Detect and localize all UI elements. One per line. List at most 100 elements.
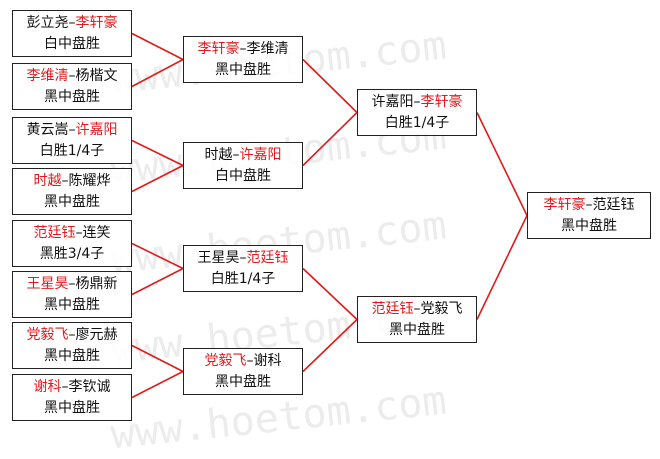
connector-line bbox=[476, 112, 528, 216]
match-box: 范廷钰–连笑黑胜3/4子 bbox=[12, 220, 132, 267]
connector-line bbox=[131, 370, 184, 399]
matchup: 范廷钰–连笑 bbox=[13, 223, 131, 244]
match-result: 黑中盘胜 bbox=[215, 61, 271, 78]
connector-line bbox=[131, 164, 184, 193]
connector-line bbox=[302, 58, 358, 114]
match-result: 黑中盘胜 bbox=[215, 373, 271, 390]
match-result: 白胜1/4子 bbox=[384, 114, 450, 131]
match-box: 彭立尧–李轩豪白中盘胜 bbox=[12, 10, 132, 57]
matchup: 王星昊–范廷钰 bbox=[184, 248, 302, 269]
matchup: 李轩豪–范廷钰 bbox=[528, 195, 650, 216]
separator: – bbox=[68, 67, 76, 84]
player-name: 谢科 bbox=[253, 352, 282, 369]
match-result: 黑中盘胜 bbox=[44, 347, 100, 364]
match-result: 白中盘胜 bbox=[215, 167, 271, 184]
player-name: 许嘉阳 bbox=[75, 121, 118, 138]
connector-line bbox=[131, 32, 184, 61]
connector-line bbox=[131, 139, 184, 167]
player-name: 党毅飞 bbox=[204, 352, 247, 369]
matchup: 王星昊–杨鼎新 bbox=[13, 274, 131, 295]
player-name: 许嘉阳 bbox=[239, 146, 282, 163]
connector-line bbox=[302, 318, 358, 373]
separator: – bbox=[585, 196, 593, 213]
player-name: 王星昊 bbox=[197, 249, 240, 266]
match-box: 王星昊–杨鼎新黑中盘胜 bbox=[12, 271, 132, 318]
matchup: 许嘉阳–李轩豪 bbox=[358, 92, 476, 113]
player-name: 范廷钰 bbox=[592, 196, 635, 213]
match-box: 范廷钰–党毅飞黑中盘胜 bbox=[357, 296, 477, 343]
matchup: 党毅飞–廖元赫 bbox=[13, 325, 131, 346]
player-name: 时越 bbox=[204, 146, 233, 163]
player-name: 许嘉阳 bbox=[371, 93, 414, 110]
match-result: 黑中盘胜 bbox=[44, 399, 100, 416]
player-name: 陈耀烨 bbox=[68, 172, 111, 189]
separator: – bbox=[68, 326, 76, 343]
match-result: 黑胜3/4子 bbox=[39, 245, 105, 262]
match-result: 黑中盘胜 bbox=[561, 217, 617, 234]
separator: – bbox=[413, 300, 421, 317]
separator: – bbox=[68, 121, 76, 138]
matchup: 李维清–杨楷文 bbox=[13, 66, 131, 87]
match-box: 时越–陈耀烨黑中盘胜 bbox=[12, 168, 132, 215]
player-name: 杨鼎新 bbox=[75, 275, 118, 292]
match-result: 黑中盘胜 bbox=[44, 88, 100, 105]
player-name: 李轩豪 bbox=[543, 196, 586, 213]
connector-line bbox=[131, 344, 184, 373]
player-name: 范廷钰 bbox=[371, 300, 414, 317]
connector-line bbox=[302, 111, 358, 167]
separator: – bbox=[239, 40, 247, 57]
player-name: 时越 bbox=[33, 172, 62, 189]
matchup: 党毅飞–谢科 bbox=[184, 351, 302, 372]
player-name: 党毅飞 bbox=[420, 300, 463, 317]
bracket-diagram: www.hoetom.com www.hoetom.com www.hoetom… bbox=[12, 10, 651, 458]
connector-line bbox=[302, 267, 358, 321]
match-box: 党毅飞–廖元赫黑中盘胜 bbox=[12, 322, 132, 369]
match-result: 白胜1/4子 bbox=[210, 270, 276, 287]
connector-line bbox=[131, 58, 184, 88]
separator: – bbox=[68, 275, 76, 292]
matchup: 彭立尧–李轩豪 bbox=[13, 13, 131, 34]
player-name: 廖元赫 bbox=[75, 326, 118, 343]
matchup: 谢科–李钦诚 bbox=[13, 377, 131, 398]
player-name: 李轩豪 bbox=[197, 40, 240, 57]
match-box: 李维清–杨楷文黑中盘胜 bbox=[12, 63, 132, 110]
player-name: 谢科 bbox=[33, 378, 62, 395]
player-name: 范廷钰 bbox=[33, 224, 76, 241]
connector-line bbox=[131, 242, 184, 270]
match-result: 黑中盘胜 bbox=[389, 321, 445, 338]
player-name: 李轩豪 bbox=[420, 93, 463, 110]
player-name: 李维清 bbox=[26, 67, 69, 84]
separator: – bbox=[246, 352, 254, 369]
match-box: 李轩豪–范廷钰黑中盘胜 bbox=[527, 192, 651, 239]
bracket-connectors bbox=[131, 32, 528, 399]
separator: – bbox=[68, 14, 76, 31]
separator: – bbox=[61, 172, 69, 189]
match-result: 白中盘胜 bbox=[44, 35, 100, 52]
separator: – bbox=[75, 224, 83, 241]
match-result: 白胜1/4子 bbox=[39, 142, 105, 159]
connector-line bbox=[476, 215, 528, 320]
player-name: 杨楷文 bbox=[75, 67, 118, 84]
match-box: 王星昊–范廷钰白胜1/4子 bbox=[183, 245, 303, 292]
match-box: 党毅飞–谢科黑中盘胜 bbox=[183, 348, 303, 395]
separator: – bbox=[239, 249, 247, 266]
matchup: 时越–许嘉阳 bbox=[184, 145, 302, 166]
player-name: 连笑 bbox=[82, 224, 111, 241]
separator: – bbox=[61, 378, 69, 395]
match-box: 李轩豪–李维清黑中盘胜 bbox=[183, 36, 303, 83]
matchup: 范廷钰–党毅飞 bbox=[358, 299, 476, 320]
matchup: 黄云嵩–许嘉阳 bbox=[13, 120, 131, 141]
match-box: 黄云嵩–许嘉阳白胜1/4子 bbox=[12, 117, 132, 164]
separator: – bbox=[413, 93, 421, 110]
matchup: 李轩豪–李维清 bbox=[184, 39, 302, 60]
match-box: 谢科–李钦诚黑中盘胜 bbox=[12, 374, 132, 421]
player-name: 李维清 bbox=[246, 40, 289, 57]
match-box: 许嘉阳–李轩豪白胜1/4子 bbox=[357, 89, 477, 136]
player-name: 党毅飞 bbox=[26, 326, 69, 343]
player-name: 彭立尧 bbox=[26, 14, 69, 31]
match-box: 时越–许嘉阳白中盘胜 bbox=[183, 142, 303, 189]
player-name: 王星昊 bbox=[26, 275, 69, 292]
separator: – bbox=[232, 146, 240, 163]
connector-line bbox=[131, 267, 184, 296]
player-name: 李钦诚 bbox=[68, 378, 111, 395]
